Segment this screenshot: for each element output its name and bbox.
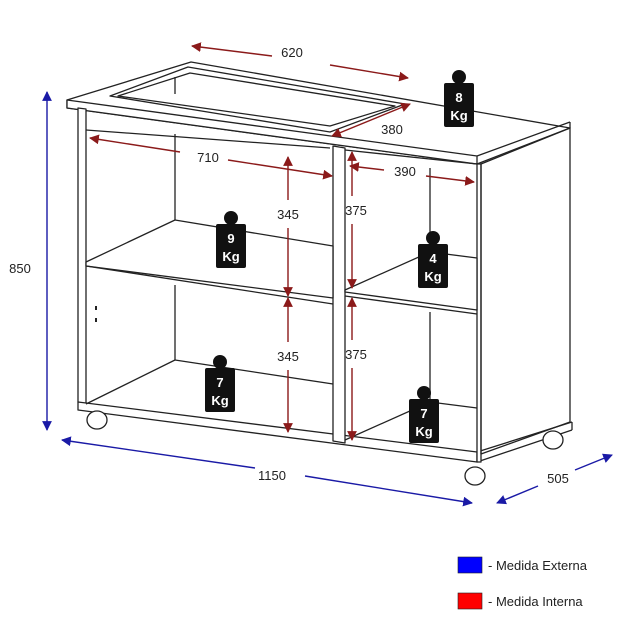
width-arrow-left bbox=[61, 436, 256, 469]
label-width: 1150 bbox=[258, 468, 286, 483]
weight-icon bbox=[452, 70, 466, 84]
weight-value: 9 bbox=[227, 231, 234, 246]
label-top-opening-width: 620 bbox=[281, 45, 303, 60]
label-top-opening-depth: 380 bbox=[381, 122, 403, 137]
weight-badge-top: 8 Kg bbox=[444, 70, 474, 127]
label-right-lower-height: 375 bbox=[345, 347, 367, 362]
depth-arrow-left bbox=[496, 485, 539, 505]
weight-unit: Kg bbox=[424, 269, 441, 284]
wheel-front-right bbox=[464, 466, 486, 486]
weight-badge-right-lower: 7 Kg bbox=[409, 386, 439, 443]
legend-swatch-internal bbox=[457, 592, 483, 610]
label-right-upper-height: 375 bbox=[345, 203, 367, 218]
top-width-arrow-right bbox=[329, 64, 409, 82]
right-side-panel bbox=[476, 163, 482, 463]
external-dimensions bbox=[42, 91, 613, 507]
weight-value: 7 bbox=[420, 406, 427, 421]
weight-icon bbox=[224, 211, 238, 225]
width-arrow-right bbox=[304, 475, 473, 507]
left-side-panel bbox=[77, 107, 87, 406]
weight-unit: Kg bbox=[211, 393, 228, 408]
right-width-arrow-right bbox=[425, 175, 475, 186]
weight-badge-left-lower: 7 Kg bbox=[205, 355, 235, 412]
weight-unit: Kg bbox=[415, 424, 432, 439]
internal-dimensions bbox=[89, 42, 475, 441]
center-divider bbox=[332, 145, 346, 444]
weight-badge-left-upper: 9 Kg bbox=[216, 211, 246, 268]
weight-icon bbox=[213, 355, 227, 369]
label-depth: 505 bbox=[547, 471, 569, 486]
top-width-arrow-left bbox=[191, 42, 273, 57]
label-height: 850 bbox=[9, 261, 31, 276]
weight-icon bbox=[417, 386, 431, 400]
legend-label-external: - Medida Externa bbox=[488, 558, 588, 573]
weight-value: 7 bbox=[216, 375, 223, 390]
left-width-arrow-right bbox=[227, 159, 333, 180]
dimension-labels: 620 380 850 1150 505 710 390 345 345 375… bbox=[9, 45, 569, 486]
depth-arrow-right bbox=[574, 453, 613, 471]
legend-swatch-external bbox=[457, 556, 483, 574]
label-right-inner-width: 390 bbox=[394, 164, 416, 179]
label-left-upper-height: 345 bbox=[277, 207, 299, 222]
shelf-left-upper bbox=[85, 219, 334, 299]
weight-badge-right-upper: 4 Kg bbox=[418, 231, 448, 288]
shelf-right-upper bbox=[344, 251, 478, 311]
weight-unit: Kg bbox=[450, 108, 467, 123]
weight-icon bbox=[426, 231, 440, 245]
label-left-inner-width: 710 bbox=[197, 150, 219, 165]
legend-label-internal: - Medida Interna bbox=[488, 594, 583, 609]
wheel-back-right bbox=[542, 430, 564, 450]
top-depth-arrow bbox=[331, 102, 411, 138]
label-left-lower-height: 345 bbox=[277, 349, 299, 364]
weight-unit: Kg bbox=[222, 249, 239, 264]
right-width-arrow-left bbox=[349, 162, 385, 172]
cabinet bbox=[66, 61, 573, 486]
wheel-front-left bbox=[86, 410, 108, 430]
legend: - Medida Externa - Medida Interna bbox=[457, 556, 588, 610]
weight-value: 8 bbox=[455, 90, 462, 105]
left-width-arrow-left bbox=[89, 134, 181, 153]
weight-value: 4 bbox=[429, 251, 437, 266]
